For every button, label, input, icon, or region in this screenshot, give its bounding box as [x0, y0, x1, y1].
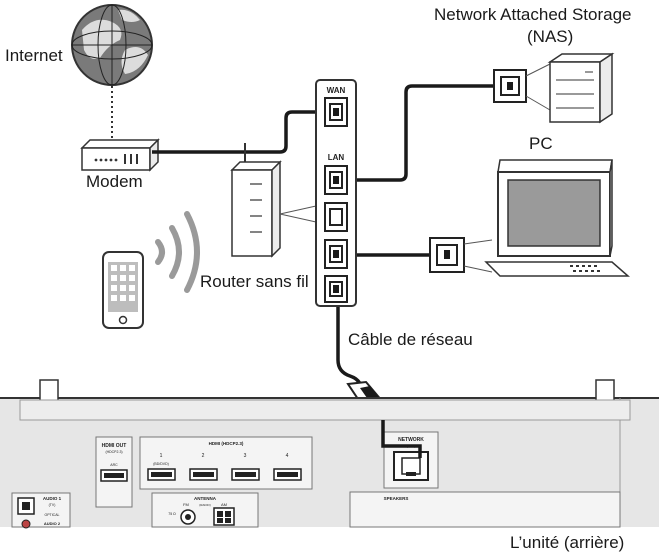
fm-label: FM: [183, 502, 189, 507]
network-port-label: NETWORK: [398, 437, 424, 443]
lan-label: LAN: [328, 153, 345, 162]
receiver-rear-panel: HDMI OUT (HDCP2.3) ARC HDMI (HDCP2.3) 1 …: [0, 379, 659, 529]
router-port-panel: WAN LAN: [315, 79, 357, 307]
hdmi-inputs-label: HDMI (HDCP2.3): [209, 441, 244, 446]
hdmi-1-label: 1: [160, 453, 163, 459]
radio-label: (RADIO): [199, 503, 211, 507]
modem-label: Modem: [86, 172, 143, 191]
arc-label: ARC: [110, 463, 118, 467]
audio2-jack-icon: [21, 519, 31, 529]
audio1-label: AUDIO 1: [43, 496, 62, 501]
optical-label: OPTICAL: [45, 513, 60, 517]
nas-icon: [493, 52, 615, 124]
router-icon: [230, 160, 282, 258]
optical-port-icon: [17, 497, 35, 515]
network-jack-icon: [393, 451, 429, 481]
hdmi-3-label: 3: [244, 453, 247, 459]
am-terminal-icon: [213, 507, 235, 526]
hdmi-out-sub-label: (HDCP2.3): [105, 450, 122, 454]
ohm-label: 75 Ω: [168, 512, 176, 516]
antenna-label: ANTENNA: [194, 496, 217, 501]
globe-icon: [71, 4, 153, 86]
audio1-sub-label: (TV): [49, 503, 56, 507]
hdmi-4-label: 4: [286, 453, 289, 459]
pc-label: PC: [529, 134, 553, 153]
am-label: AM: [221, 502, 227, 507]
hdmi-port-icon: [147, 468, 302, 481]
hdmi-out-label: HDMI OUT: [102, 443, 127, 449]
fm-jack-icon: [180, 509, 196, 525]
smartphone-icon: [102, 251, 144, 329]
ethernet-port-icon: [324, 202, 348, 232]
speakers-label: SPEAKERS: [384, 496, 409, 501]
unit-label: L’unité (arrière): [510, 533, 625, 552]
wan-label: WAN: [327, 86, 346, 95]
internet-label: Internet: [5, 46, 63, 65]
router-label: Router sans fil: [200, 272, 309, 291]
nas-label-line2: (NAS): [527, 27, 574, 46]
hdmi-2-label: 2: [202, 453, 205, 459]
nas-label-line1: Network Attached Storage: [434, 5, 632, 24]
cable-label: Câble de réseau: [348, 330, 473, 349]
pc-icon: [429, 159, 630, 277]
modem-icon: [80, 138, 160, 172]
bd-dvd-label: (BD/DVD): [153, 462, 169, 466]
audio2-label: AUDIO 2: [44, 521, 61, 526]
wifi-waves-icon: [155, 211, 200, 293]
